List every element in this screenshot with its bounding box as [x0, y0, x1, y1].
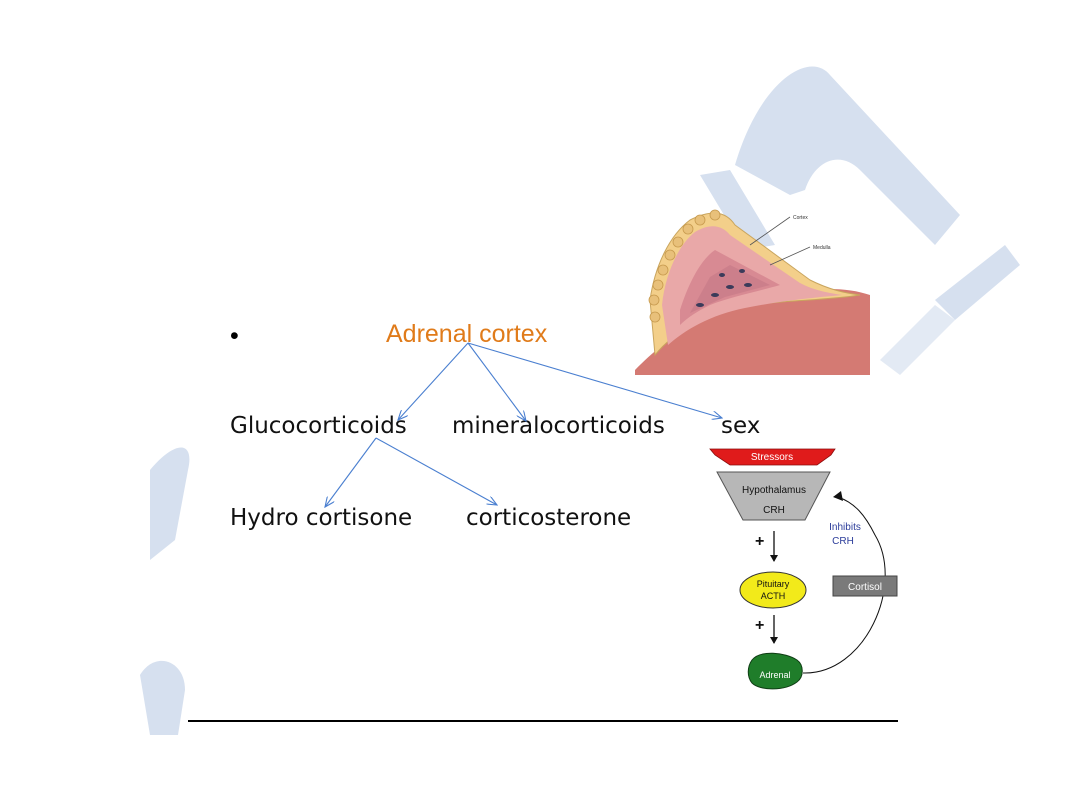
arrow-to-corticosterone [375, 437, 497, 505]
cortisol-label: Cortisol [848, 582, 882, 593]
hypothalamus-label: Hypothalamus [742, 485, 806, 496]
bottom-divider [188, 720, 898, 722]
acth-label: ACTH [761, 591, 786, 601]
heading-adrenal-cortex: Adrenal cortex [386, 320, 548, 348]
bullet-marker: • [230, 322, 239, 350]
hpa-axis-diagram: Stressors Hypothalamus CRH + Pituitary A… [709, 448, 898, 690]
arrow-to-glucocorticoids [398, 342, 469, 420]
hypothalamus-shape [716, 471, 831, 521]
medulla-label: Medulla [813, 245, 831, 251]
plus-sign-1: + [755, 533, 764, 550]
pituitary-shape [739, 571, 807, 609]
pituitary-label: Pituitary [757, 579, 790, 589]
term-corticosterone: corticosterone [466, 505, 632, 531]
plus-sign-2: + [755, 617, 764, 634]
inhibits-label: Inhibits [829, 522, 861, 533]
stressors-label: Stressors [751, 452, 793, 463]
term-sex: sex [721, 413, 761, 439]
crh-label: CRH [763, 505, 785, 516]
adrenal-gland-image: Cortex Medulla [635, 209, 870, 375]
term-mineralocorticoids: mineralocorticoids [452, 413, 665, 439]
arrow-to-mineralocorticoids [467, 342, 526, 421]
cortisol-box [832, 575, 898, 597]
cortex-label: Cortex [793, 215, 808, 221]
term-glucocorticoids: Glucocorticoids [230, 413, 407, 439]
adrenal-shape [747, 652, 803, 690]
arrow-to-sex [467, 342, 722, 418]
term-hydrocortisone: Hydro cortisone [230, 505, 413, 531]
arrow-to-hydrocortisone [325, 437, 377, 507]
inhibits-crh-label: CRH [832, 536, 854, 547]
stressors-banner [709, 448, 836, 466]
adrenal-label: Adrenal [759, 670, 790, 680]
